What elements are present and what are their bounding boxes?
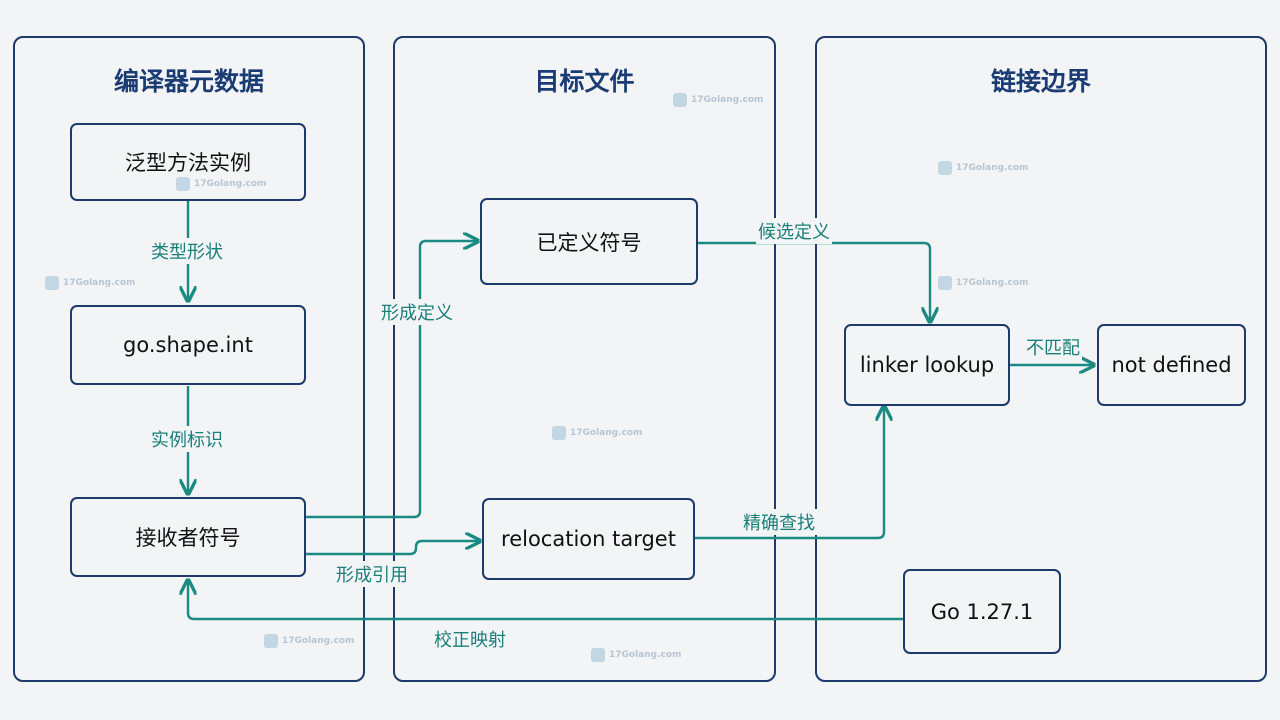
- watermark: 17Golang.com: [264, 634, 354, 648]
- watermark: 17Golang.com: [591, 648, 681, 662]
- watermark-logo-icon: [264, 634, 278, 648]
- watermark-logo-icon: [45, 276, 59, 290]
- edge-form-reference: [306, 541, 480, 556]
- node-linker-lookup[interactable]: linker lookup: [844, 324, 1010, 406]
- edge-form-definition: [306, 241, 478, 519]
- watermark-text: 17Golang.com: [282, 636, 355, 646]
- watermark-text: 17Golang.com: [956, 278, 1029, 288]
- watermark-logo-icon: [591, 648, 605, 662]
- edge-label-calibrate-mapping: 校正映射: [432, 626, 508, 652]
- edge-label-instance-id: 实例标识: [149, 426, 225, 452]
- watermark-text: 17Golang.com: [956, 163, 1029, 173]
- edge-label-mismatch: 不匹配: [1024, 334, 1082, 360]
- watermark-text: 17Golang.com: [691, 95, 764, 105]
- watermark: 17Golang.com: [938, 161, 1028, 175]
- watermark-logo-icon: [938, 276, 952, 290]
- compiler-metadata-panel: 编译器元数据: [13, 36, 365, 682]
- watermark-text: 17Golang.com: [570, 428, 643, 438]
- panel-title-linker: 链接边界: [990, 67, 1091, 96]
- edge-calibrate-mapping: [188, 580, 903, 621]
- edge-label-candidate-definition: 候选定义: [756, 218, 832, 244]
- watermark: 17Golang.com: [45, 276, 135, 290]
- object-file-panel: 目标文件: [393, 36, 776, 682]
- watermark: 17Golang.com: [938, 276, 1028, 290]
- edge-label-form-definition: 形成定义: [379, 299, 455, 325]
- node-defined-symbol[interactable]: 已定义符号: [480, 198, 698, 285]
- watermark: 17Golang.com: [176, 177, 266, 191]
- node-shape-int[interactable]: go.shape.int: [70, 305, 306, 385]
- edge-candidate-definition: [698, 241, 930, 322]
- watermark-logo-icon: [673, 93, 687, 107]
- watermark-text: 17Golang.com: [194, 179, 267, 189]
- watermark: 17Golang.com: [673, 93, 763, 107]
- edge-exact-lookup: [695, 406, 884, 540]
- panel-title-compiler: 编译器元数据: [113, 67, 264, 96]
- watermark-logo-icon: [552, 426, 566, 440]
- panel-title-object: 目标文件: [534, 67, 635, 96]
- watermark-logo-icon: [938, 161, 952, 175]
- node-relocation-target[interactable]: relocation target: [482, 498, 695, 580]
- edge-label-type-shape: 类型形状: [149, 238, 225, 264]
- edge-label-exact-lookup: 精确查找: [741, 509, 817, 535]
- watermark-logo-icon: [176, 177, 190, 191]
- node-receiver-symbol[interactable]: 接收者符号: [70, 497, 306, 577]
- watermark-text: 17Golang.com: [609, 650, 682, 660]
- linker-boundary-panel: 链接边界: [815, 36, 1267, 682]
- watermark-text: 17Golang.com: [63, 278, 136, 288]
- edge-label-form-reference: 形成引用: [334, 561, 410, 587]
- node-not-defined[interactable]: not defined: [1097, 324, 1246, 406]
- watermark: 17Golang.com: [552, 426, 642, 440]
- node-go-version[interactable]: Go 1.27.1: [903, 569, 1061, 654]
